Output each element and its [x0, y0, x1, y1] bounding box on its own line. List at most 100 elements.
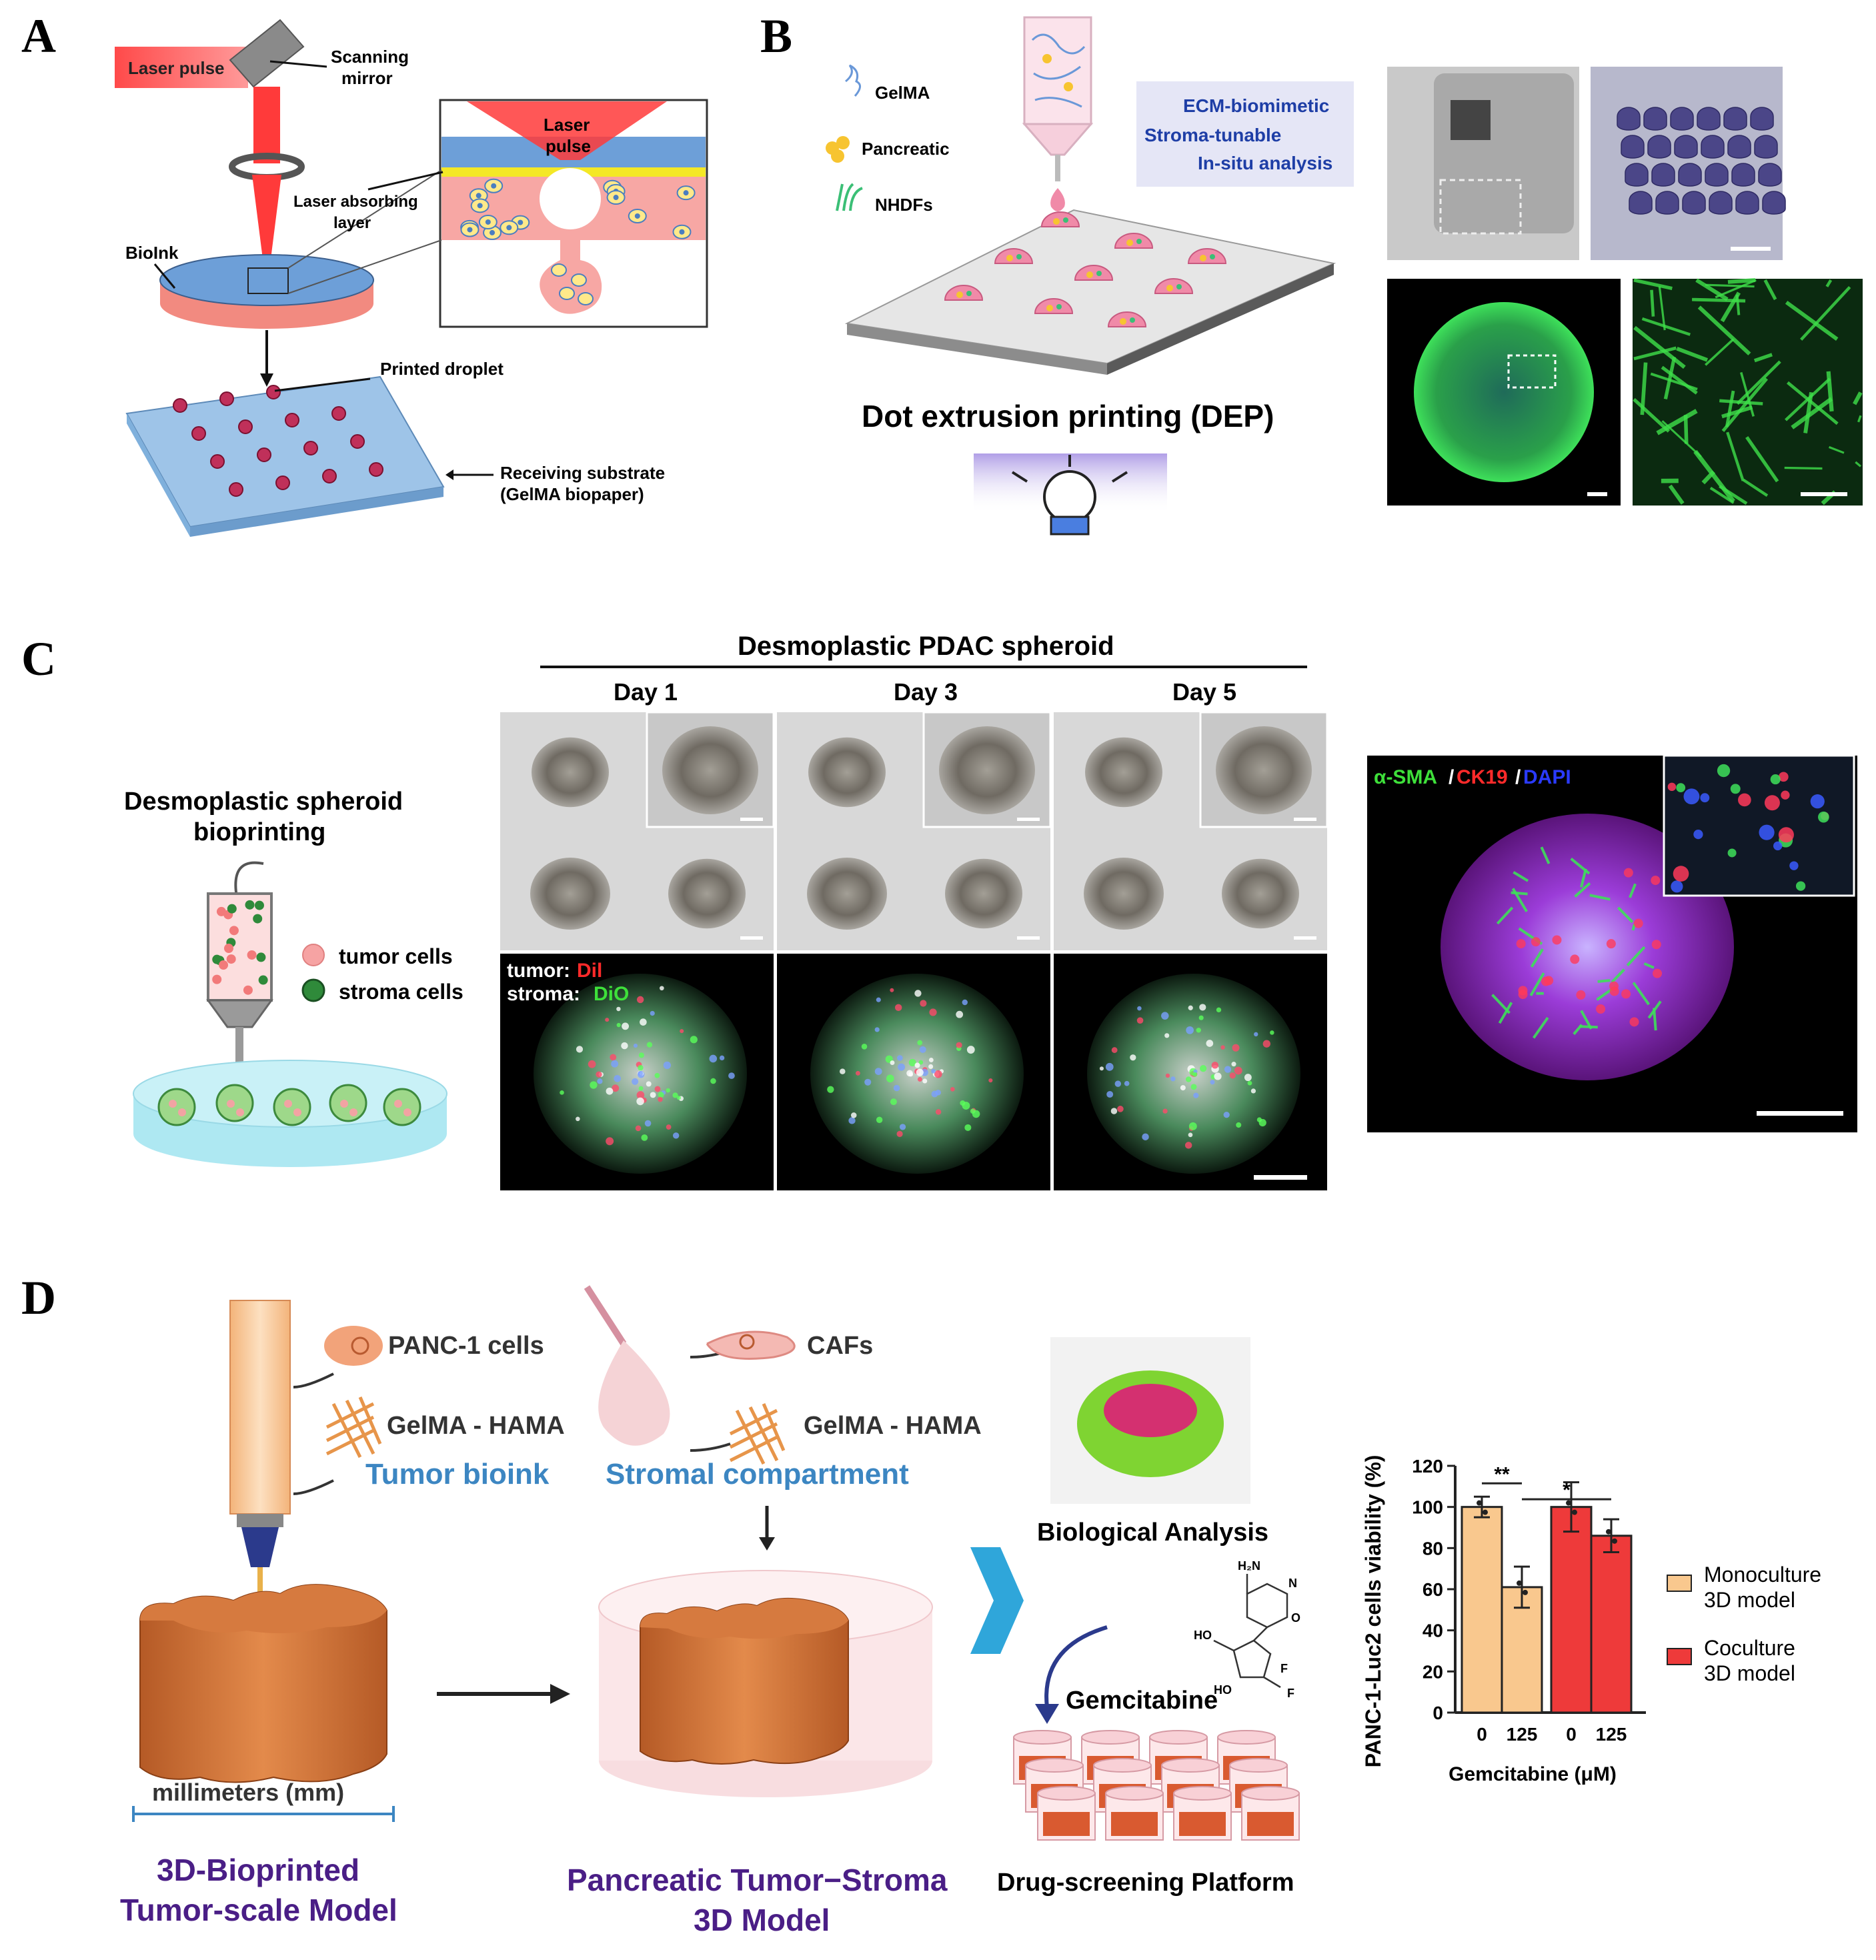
drug-well-rim — [1218, 1731, 1275, 1744]
fluorescent-cell — [1162, 1108, 1167, 1113]
fluorescent-cell — [710, 1078, 716, 1084]
inset-stained-cell — [1789, 861, 1798, 870]
chem-ho-2: HO — [1214, 1683, 1232, 1697]
brightfield-spheroid — [807, 858, 887, 930]
sma-fiber — [1511, 893, 1528, 894]
chart-y-tick-label: 0 — [1433, 1703, 1443, 1723]
fluorescent-cell — [876, 998, 881, 1002]
fluorescent-cell — [1111, 1108, 1117, 1114]
syringe-cell — [227, 904, 237, 914]
fluorescent-cell — [1199, 1004, 1206, 1010]
plate-well — [1751, 107, 1773, 130]
dish-spheroid — [330, 1085, 366, 1121]
dish-spheroid-tumor — [340, 1100, 348, 1108]
brightfield-scale-bar — [1294, 936, 1316, 940]
inset-stained-cell — [1818, 812, 1829, 823]
fluorescent-cell — [605, 1018, 609, 1022]
ck19-cell — [1531, 937, 1541, 946]
fluorescent-cell — [1206, 1040, 1213, 1047]
fluorescent-cell — [962, 1000, 968, 1005]
brightfield-inset-scale — [740, 818, 763, 821]
fluorescent-cell — [650, 1092, 656, 1098]
stromal-compartment-label: Stromal compartment — [606, 1458, 909, 1491]
chart-data-point — [1572, 1510, 1577, 1515]
brightfield-inset-spheroid — [1216, 726, 1312, 814]
fiber — [1737, 295, 1739, 315]
fluorescent-cell — [597, 1078, 602, 1084]
fluorescent-cell — [875, 1027, 880, 1032]
b-nozzle-cell-1 — [1042, 54, 1052, 63]
printed-droplet — [267, 385, 280, 399]
laser-pulse-label: Laser pulse — [128, 58, 225, 78]
inset-stained-cell — [1693, 830, 1703, 839]
immunostain-scale-bar — [1757, 1111, 1843, 1116]
d-down-arrowhead — [759, 1537, 775, 1551]
fluorescent-cell — [606, 1137, 614, 1145]
fluorescent-cell — [1164, 1033, 1169, 1038]
b-nozzle-tip — [1024, 124, 1091, 155]
inset-stained-cell — [1759, 825, 1774, 840]
gelma-mesh-icon-2 — [730, 1404, 784, 1464]
inset-cell-nucleus — [506, 225, 512, 230]
fiber-scale-bar — [1801, 492, 1847, 496]
fluorescent-cell — [931, 1069, 936, 1074]
legend-gelma: GelMA — [875, 83, 930, 103]
drug-well-rim — [1038, 1787, 1095, 1800]
syringe-cell — [245, 900, 255, 910]
chem-h2n: H₂N — [1238, 1559, 1260, 1573]
chart-bar — [1551, 1507, 1591, 1713]
fluorescent-cell — [1244, 1074, 1252, 1081]
panel-letter-c: C — [21, 632, 56, 686]
droplet-cell — [572, 274, 586, 286]
tumor-cells-label: tumor cells — [339, 944, 453, 968]
plate-well — [1736, 191, 1759, 214]
syringe-cell — [243, 986, 253, 995]
fluorescent-cell — [1224, 1112, 1230, 1118]
dome-cell — [1200, 255, 1206, 261]
inset-stained-cell — [1668, 783, 1676, 791]
pipette-icon — [587, 1287, 624, 1344]
plate-well — [1617, 107, 1640, 130]
brightfield-spheroid — [945, 859, 1022, 928]
dome-cell — [1046, 305, 1053, 311]
fluorescent-cell — [617, 1023, 621, 1027]
fluorescent-cell — [677, 1096, 681, 1100]
inset-cell-nucleus — [491, 183, 496, 189]
fluorescent-cell — [1263, 1040, 1270, 1047]
chart-legend-swatch — [1667, 1575, 1691, 1591]
dome-fibroblast — [966, 291, 972, 296]
feature-stroma: Stroma-tunable — [1144, 125, 1281, 145]
panel-b: B GelMA Pancreatic NHDFs ECM-biomimetic … — [760, 9, 1863, 534]
fluorescent-cell — [967, 1046, 975, 1054]
inset-stained-cell — [1676, 783, 1685, 792]
feature-insitu: In-situ analysis — [1198, 153, 1332, 173]
fluorescent-cell — [673, 1132, 679, 1138]
dish-spheroid-tumor — [394, 1100, 402, 1108]
fluorescent-cell — [1254, 1032, 1258, 1036]
brightfield-spheroid — [668, 859, 746, 928]
fiber — [1692, 299, 1745, 301]
fluorescent-cell — [1232, 1044, 1240, 1052]
day1-label: Day 1 — [614, 678, 678, 706]
chem-f-1: F — [1280, 1662, 1288, 1675]
syringe-cell — [227, 954, 236, 964]
fluorescent-cell — [1124, 1081, 1130, 1086]
ck19-cell — [1541, 977, 1551, 986]
syringe-cell — [247, 950, 257, 960]
brightfield-spheroid — [530, 858, 610, 930]
fluorescent-cell — [900, 1124, 906, 1130]
fluorescent-spheroid — [1414, 302, 1594, 482]
drug-well-rim — [1150, 1731, 1207, 1744]
fluorescent-cell — [638, 1065, 643, 1070]
fluorescent-cell — [640, 1018, 647, 1026]
printed-droplet — [304, 441, 317, 455]
dish-spheroid-tumor — [227, 1100, 235, 1108]
fluorescent-cell — [1251, 1088, 1256, 1093]
fluorescent-cell — [606, 1088, 614, 1095]
panc1-cell-icon — [324, 1326, 383, 1366]
syringe-cell — [229, 926, 239, 935]
ck19-cell — [1621, 989, 1631, 998]
chart-bar — [1591, 1536, 1631, 1713]
inset-cell-nucleus — [679, 229, 684, 235]
